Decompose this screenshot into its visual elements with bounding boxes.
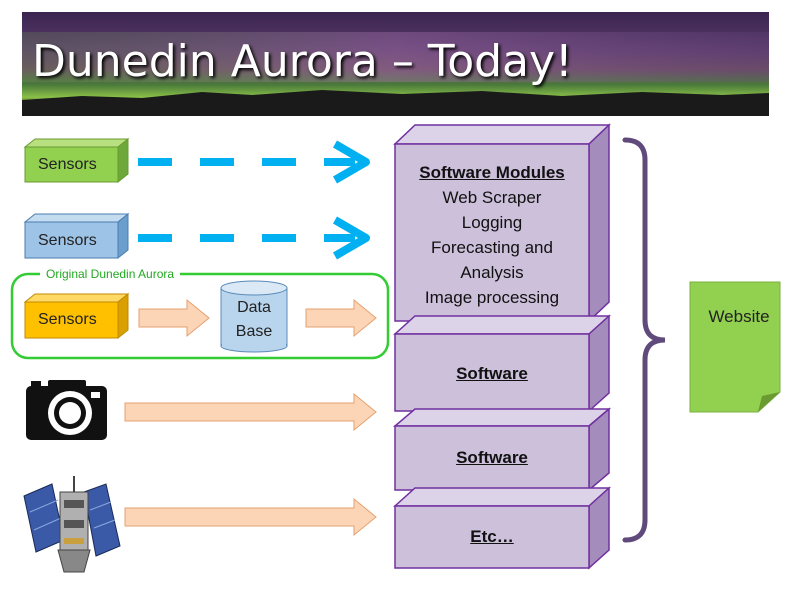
sensor-block-green	[23, 137, 130, 184]
sensor-block-orange	[23, 292, 130, 340]
original-aurora-group	[10, 272, 390, 360]
database-cylinder	[220, 280, 288, 353]
software-box-2-text: Software	[395, 361, 589, 386]
database-label-line1: Data	[237, 299, 271, 316]
software-box-4	[393, 486, 611, 570]
database-label-line2: Base	[235, 323, 273, 340]
block-arrow-satellite	[124, 497, 377, 537]
satellite-icon	[23, 476, 121, 573]
grouping-brace	[622, 137, 666, 543]
sensor-label-3: Sensors	[38, 311, 97, 328]
dashed-arrow-2	[138, 216, 370, 260]
dashed-arrow-1	[138, 140, 370, 184]
software-box-3	[392, 407, 612, 492]
software-modules-box	[393, 123, 611, 323]
module-item: Image processing	[424, 288, 560, 307]
software-modules-title: Software Modules	[419, 163, 565, 182]
block-arrow-db-to-software	[305, 298, 377, 338]
software-box-2-title: Software	[456, 364, 528, 383]
website-label: Website	[708, 307, 770, 326]
module-item: Forecasting and	[431, 238, 553, 257]
aurora-background-image	[22, 12, 769, 116]
sensor-block-blue	[23, 212, 130, 260]
block-arrow-sensor-to-db	[138, 298, 210, 338]
software-box-4-title: Etc…	[470, 527, 514, 546]
website-document-shape	[689, 281, 781, 413]
module-item: Web Scraper	[442, 188, 542, 207]
block-arrow-camera	[124, 392, 377, 432]
module-item: Logging	[461, 213, 523, 232]
software-box-2	[393, 314, 611, 413]
page-title: Dunedin Aurora – Today!	[32, 36, 573, 87]
title-banner: Dunedin Aurora – Today!	[22, 12, 769, 116]
software-box-4-text: Etc…	[395, 524, 589, 549]
original-aurora-label: Original Dunedin Aurora	[40, 267, 181, 281]
software-modules-text: Software Modules Web Scraper Logging For…	[395, 160, 589, 310]
sensor-label-1: Sensors	[38, 156, 97, 173]
sensor-label-2: Sensors	[38, 232, 97, 249]
software-box-3-title: Software	[456, 448, 528, 467]
camera-icon	[26, 380, 107, 440]
module-item: Analysis	[460, 263, 524, 282]
software-box-3-text: Software	[395, 445, 589, 470]
